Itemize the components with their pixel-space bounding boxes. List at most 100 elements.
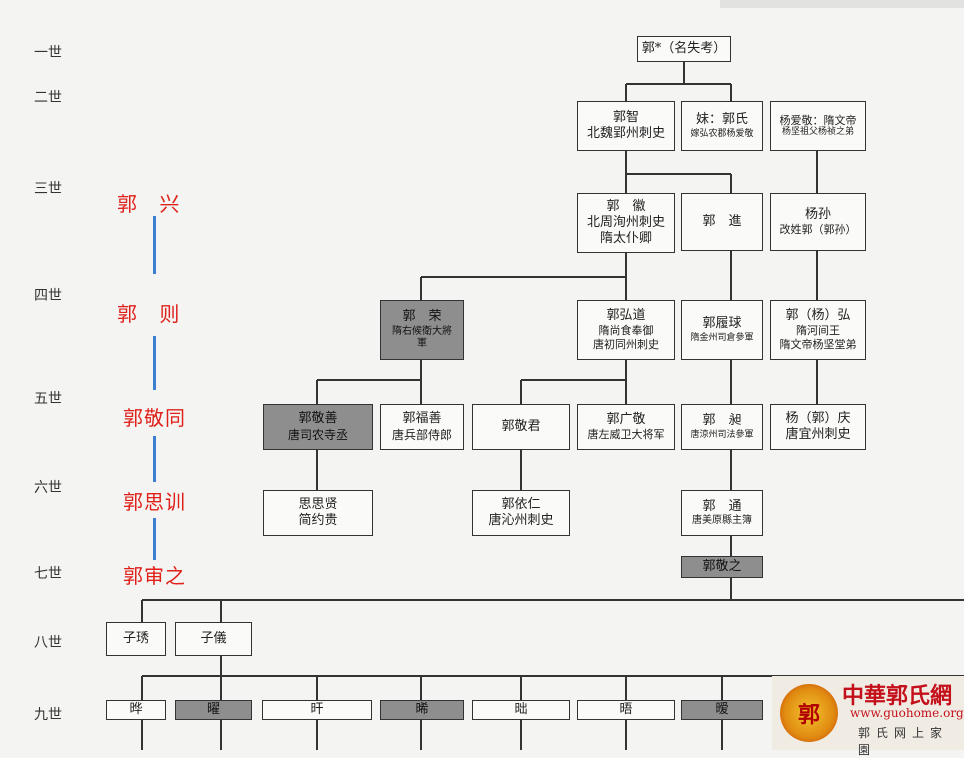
logo-url: www.guohome.org bbox=[850, 706, 964, 720]
logo-subtitle: 郭氏网上家園 bbox=[858, 726, 949, 757]
person-box-zixiu: 子琇 bbox=[106, 622, 166, 656]
person-name: 子儀 bbox=[200, 630, 227, 646]
person-title: 隋金州司倉參軍 bbox=[690, 332, 754, 343]
person-box-guoqi: 郭 昶 唐涼州司法參軍 bbox=[681, 404, 763, 450]
person-name: 郭履球 bbox=[702, 316, 742, 332]
generation-label-4: 四世 bbox=[34, 288, 62, 304]
person-name: 郭 通 bbox=[702, 498, 742, 514]
generation-label-7: 七世 bbox=[34, 566, 62, 582]
person-title: 隋河间王 bbox=[796, 324, 840, 338]
person-name: 子琇 bbox=[122, 630, 149, 646]
person-name: 郭依仁 bbox=[501, 496, 541, 512]
person-box-guojingshan: 郭敬善 唐司农寺丞 bbox=[263, 404, 373, 450]
lineage-connector bbox=[153, 336, 156, 390]
person-box-ziyi: 子儀 bbox=[175, 622, 252, 656]
person-title: 北周洵州刺史 bbox=[586, 214, 665, 230]
person-box-sister: 妹：郭氏 嫁弘农郡杨爱敬 bbox=[681, 101, 763, 151]
person-title: 唐初同州刺史 bbox=[593, 338, 659, 352]
person-box-root: 郭*（名失考） bbox=[637, 36, 731, 62]
lineage-guojingtong: 郭敬同 bbox=[123, 406, 186, 430]
person-name: 暧 bbox=[715, 701, 729, 717]
person-box-guofushan: 郭福善 唐兵部侍郎 bbox=[380, 404, 464, 450]
person-name: 杨爱敬：隋文帝 bbox=[779, 113, 857, 127]
person-title: 唐宜州刺史 bbox=[785, 427, 851, 442]
person-box-gen9-po: 昢 bbox=[472, 700, 570, 720]
person-box-gen9-ai: 暧 bbox=[681, 700, 763, 720]
person-name: 郭 荣 bbox=[402, 309, 442, 325]
person-name: 郭 徽 bbox=[606, 198, 646, 214]
person-box-guotong: 郭 通 唐美原縣主簿 bbox=[681, 490, 763, 536]
person-name: 妹：郭氏 bbox=[695, 112, 748, 128]
lineage-guoze: 郭 则 bbox=[117, 302, 181, 326]
person-name: 郭敬之 bbox=[702, 558, 742, 574]
person-box-guojin: 郭 進 bbox=[681, 193, 763, 251]
person-box-gen9-xi: 晞 bbox=[380, 700, 464, 720]
person-box-yangguoqing: 杨（郭）庆 唐宜州刺史 bbox=[770, 404, 866, 450]
person-title: 唐兵部侍郎 bbox=[391, 427, 452, 442]
person-title: 唐美原縣主簿 bbox=[692, 514, 752, 526]
generation-label-3: 三世 bbox=[34, 181, 62, 197]
person-title: 北魏郢州刺史 bbox=[586, 126, 665, 141]
lineage-guosixun: 郭思训 bbox=[123, 490, 186, 514]
person-box-guoguangjing: 郭广敬 唐左威卫大将军 bbox=[577, 404, 675, 450]
person-box-guoyanghong: 郭（杨）弘 隋河间王 隋文帝杨坚堂弟 bbox=[770, 300, 866, 360]
person-title: 隋右候衛大將 bbox=[392, 325, 452, 337]
lineage-connector bbox=[153, 518, 156, 560]
person-box-yangaijing: 杨爱敬：隋文帝 杨坚祖父杨祯之弟 bbox=[770, 101, 866, 151]
person-box-guojingzhi: 郭敬之 bbox=[681, 556, 763, 578]
person-box-guozhi: 郭智 北魏郢州刺史 bbox=[577, 101, 675, 151]
person-title: 唐沁州刺史 bbox=[488, 513, 554, 528]
top-edge-strip bbox=[720, 0, 964, 8]
person-title: 軍 bbox=[417, 338, 427, 350]
person-name: 郭（杨）弘 bbox=[785, 308, 851, 324]
person-name: 昢 bbox=[514, 701, 528, 717]
generation-label-2: 二世 bbox=[34, 90, 62, 106]
lineage-guoshenzhi: 郭审之 bbox=[123, 564, 186, 588]
person-title: 唐司农寺丞 bbox=[287, 427, 348, 442]
person-name: 晤 bbox=[619, 701, 633, 717]
person-name: 杨孙 bbox=[804, 207, 831, 222]
person-name: 旰 bbox=[310, 701, 324, 717]
person-box-guojingjun: 郭敬君 bbox=[472, 404, 570, 450]
logo-title: 中華郭氏網 bbox=[842, 683, 953, 709]
person-name: 郭福善 bbox=[402, 411, 442, 427]
person-title: 隋文帝杨坚堂弟 bbox=[779, 338, 857, 352]
person-box-guolvqiu: 郭履球 隋金州司倉參軍 bbox=[681, 300, 763, 360]
person-name: 晞 bbox=[415, 701, 429, 717]
person-box-guohongdao: 郭弘道 隋尚食奉御 唐初同州刺史 bbox=[577, 300, 675, 360]
person-name: 郭弘道 bbox=[606, 308, 646, 324]
person-box-gen9-yao: 曜 bbox=[175, 700, 252, 720]
lineage-connector bbox=[153, 216, 156, 274]
person-name: 晔 bbox=[129, 701, 143, 717]
person-title: 唐左威卫大将军 bbox=[587, 428, 665, 442]
person-box-gen9-wu: 晤 bbox=[577, 700, 675, 720]
person-box-gen9-gan: 旰 bbox=[262, 700, 372, 720]
person-name: 郭*（名失考） bbox=[641, 40, 727, 56]
person-names: 简约贵 bbox=[298, 513, 338, 528]
person-box-yangsun: 杨孙 改姓郭（郭孙） bbox=[770, 193, 866, 251]
person-name: 郭 昶 bbox=[702, 413, 742, 429]
generation-label-9: 九世 bbox=[34, 707, 62, 723]
person-box-sisixian: 思思贤 简约贵 bbox=[263, 490, 373, 536]
person-name: 郭 進 bbox=[702, 213, 742, 229]
person-name: 郭广敬 bbox=[606, 412, 646, 427]
person-box-gen9-ye: 晔 bbox=[106, 700, 166, 720]
logo-seal-icon: 郭 bbox=[780, 684, 838, 742]
person-names: 思思贤 bbox=[298, 496, 338, 512]
person-name: 曜 bbox=[206, 701, 220, 717]
lineage-connector bbox=[153, 436, 156, 482]
generation-label-5: 五世 bbox=[34, 391, 62, 407]
generation-label-6: 六世 bbox=[34, 480, 62, 496]
person-name: 郭敬善 bbox=[298, 411, 338, 427]
generation-label-8: 八世 bbox=[34, 635, 62, 651]
person-box-guohui: 郭 徽 北周洵州刺史 隋太仆卿 bbox=[577, 193, 675, 253]
person-note: 杨坚祖父杨祯之弟 bbox=[781, 127, 854, 138]
person-name: 郭敬君 bbox=[501, 418, 541, 434]
person-box-guorong: 郭 荣 隋右候衛大將 軍 bbox=[380, 300, 464, 360]
person-note: 改姓郭（郭孙） bbox=[779, 223, 857, 237]
person-box-guoyiren: 郭依仁 唐沁州刺史 bbox=[472, 490, 570, 536]
generation-label-1: 一世 bbox=[34, 45, 62, 61]
person-name: 郭智 bbox=[612, 109, 639, 125]
lineage-guoxing: 郭 兴 bbox=[117, 192, 181, 216]
person-name: 杨（郭）庆 bbox=[785, 410, 851, 426]
